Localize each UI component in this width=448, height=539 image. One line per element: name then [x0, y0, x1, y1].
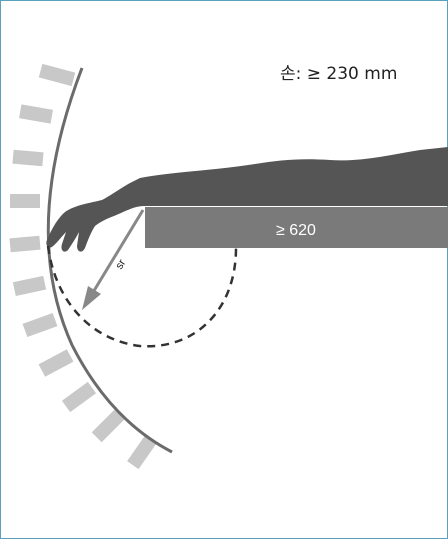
- forearm-silhouette: [46, 147, 448, 252]
- boundary-arc: [46, 67, 173, 454]
- depth-bar: [145, 207, 448, 248]
- hatch-block: [22, 312, 58, 338]
- hatch-block: [19, 104, 53, 124]
- hatch-block: [91, 409, 125, 443]
- hand-requirement-label: 손: ≥ 230 mm: [280, 64, 397, 84]
- radius-arrowhead: [82, 286, 101, 310]
- hatch-block: [38, 63, 76, 87]
- depth-bar-label: ≥ 620: [276, 222, 316, 239]
- reach-arc: [46, 245, 238, 348]
- hatch-block: [10, 194, 40, 208]
- hatch-block: [9, 235, 41, 253]
- hatch-block: [127, 434, 157, 470]
- boundary-hatch-blocks: [9, 63, 157, 470]
- hatch-block: [61, 381, 97, 413]
- radius-label: sr: [113, 257, 128, 271]
- hatch-block: [38, 349, 74, 377]
- hatch-block: [12, 275, 47, 296]
- hatch-block: [12, 149, 44, 167]
- radius-arrow-line: [90, 209, 145, 295]
